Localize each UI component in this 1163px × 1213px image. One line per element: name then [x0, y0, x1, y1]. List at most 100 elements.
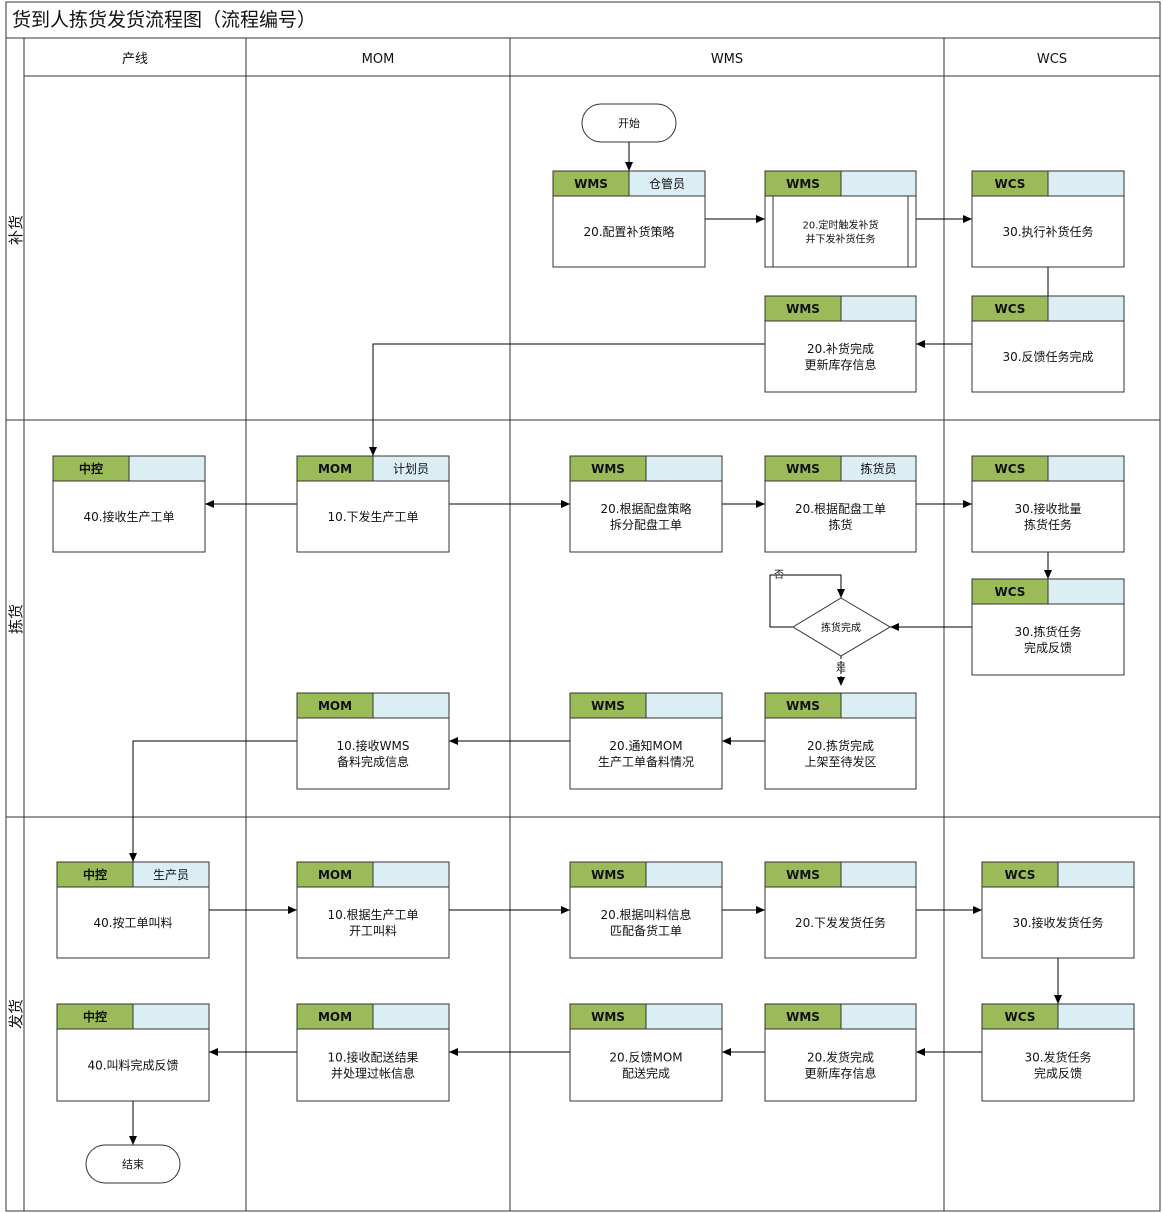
- process-step-text: 10.接收配送结果: [327, 1050, 418, 1065]
- role-label: 拣货员: [860, 461, 896, 476]
- process-step-text: 30.反馈任务完成: [1002, 349, 1093, 364]
- system-tag: WMS: [591, 699, 625, 713]
- system-tag: MOM: [318, 699, 352, 713]
- process-step-text: 30.拣货任务: [1014, 624, 1081, 639]
- process-step-text: 更新库存信息: [804, 1066, 876, 1081]
- lane-header-wcs: WCS: [1037, 52, 1067, 67]
- system-tag: WMS: [574, 177, 608, 191]
- system-tag: WMS: [591, 1010, 625, 1024]
- process-step-text: 20.根据配盘工单: [795, 501, 886, 516]
- process-step-text: 20.根据叫料信息: [600, 907, 691, 922]
- process-box-receive-production-order: 中控 40.接收生产工单: [52, 455, 206, 553]
- process-step-text: 10.接收WMS: [337, 738, 410, 753]
- process-step-text: 10.下发生产工单: [327, 509, 418, 524]
- lane-header-prod: 产线: [122, 52, 148, 67]
- process-step-text: 30.发货任务: [1024, 1050, 1091, 1065]
- system-tag: WCS: [1005, 1010, 1036, 1024]
- process-step-text: 拣货: [828, 517, 852, 532]
- process-step-text: 拣货任务: [1024, 517, 1072, 532]
- process-step-text: 20.补货完成: [807, 341, 874, 356]
- system-tag: WCS: [1005, 868, 1036, 882]
- process-step-text: 20.发货完成: [807, 1050, 874, 1065]
- process-box-feedback-task-complete: WCS 30.反馈任务完成: [971, 295, 1125, 393]
- process-box-config-replenish-strategy: WMS 仓管员 20.配置补货策略: [552, 170, 706, 268]
- process-step-text: 30.执行补货任务: [1002, 224, 1093, 239]
- process-step-text: 30.接收发货任务: [1012, 915, 1103, 930]
- role-label: 仓管员: [649, 176, 685, 191]
- process-step-text: 开工叫料: [349, 924, 397, 938]
- process-step-text: 备料完成信息: [337, 754, 409, 769]
- lane-headers: 产线 MOM WMS WCS: [122, 52, 1067, 67]
- system-tag: WCS: [995, 177, 1026, 191]
- system-tag: WMS: [591, 868, 625, 882]
- system-tag: WCS: [995, 302, 1026, 316]
- system-tag: 中控: [83, 1009, 107, 1024]
- process-step-text: 20.拣货完成: [807, 738, 874, 753]
- decision-no-label: 否: [774, 569, 784, 581]
- process-step-text: 完成反馈: [1024, 640, 1072, 655]
- process-box-issue-production-order: MOM 计划员 10.下发生产工单: [296, 455, 450, 553]
- system-tag: WMS: [786, 177, 820, 191]
- system-tag: WMS: [786, 302, 820, 316]
- process-step-text: 30.接收批量: [1014, 501, 1081, 516]
- process-box-call-material-by-order: 中控生产员40.按工单叫料: [56, 861, 210, 959]
- system-tag: MOM: [318, 462, 352, 476]
- process-step-text: 更新库存信息: [804, 357, 876, 372]
- system-tag: MOM: [318, 1010, 352, 1024]
- start-label: 开始: [618, 116, 640, 130]
- system-tag: 中控: [79, 461, 103, 476]
- lane-header-wms: WMS: [711, 52, 743, 67]
- process-step-text: 40.叫料完成反馈: [87, 1058, 178, 1073]
- decision-label: 拣货完成: [821, 621, 861, 634]
- process-step-text: 匹配备货工单: [610, 923, 682, 938]
- system-tag: WMS: [786, 868, 820, 882]
- arrow-mom-receive-to-call-material: [129, 740, 297, 862]
- arrow-decision-no-loop: [769, 574, 845, 628]
- start-terminator: 开始: [581, 103, 677, 143]
- lane-header-mom: MOM: [362, 52, 395, 67]
- process-step-text: 20.配置补货策略: [583, 224, 674, 239]
- process-box-call-complete-feedback: 中控 40.叫料完成反馈: [56, 1003, 210, 1102]
- process-step-text: 完成反馈: [1034, 1066, 1082, 1081]
- process-box-execute-replenish-task: WCS 30.执行补货任务: [971, 170, 1125, 268]
- process-step-text: 并下发补货任务: [806, 232, 876, 245]
- process-box-issue-shipping-task: WMS 20.下发发货任务: [764, 861, 917, 959]
- process-step-text: 20.定时触发补货: [803, 218, 879, 231]
- process-step-text: 40.接收生产工单: [83, 509, 174, 524]
- role-label: 计划员: [393, 462, 429, 476]
- process-step-text: 上架至待发区: [804, 754, 876, 769]
- swimlane-grid: [5, 1, 1161, 1212]
- arrow-replenish-done-to-mom-order: [369, 343, 765, 456]
- phase-label-shipping: 发货: [7, 999, 25, 1029]
- process-step-text: 配送完成: [622, 1066, 670, 1081]
- system-tag: WMS: [786, 699, 820, 713]
- process-step-text: 20.下发发货任务: [795, 915, 886, 930]
- role-label: 生产员: [153, 868, 189, 882]
- process-box-notify-mom-kitting-status: WMS 20.通知MOM 生产工单备料情况: [569, 692, 723, 790]
- end-terminator: 结束: [85, 1144, 181, 1184]
- process-step-text: 20.反馈MOM: [609, 1051, 682, 1065]
- process-step-text: 生产工单备料情况: [598, 755, 694, 769]
- system-tag: MOM: [318, 868, 352, 882]
- phase-labels: 补货 拣货 发货: [7, 215, 25, 1029]
- process-box-receive-shipping-task: WCS 30.接收发货任务: [981, 861, 1135, 959]
- process-step-text: 20.通知MOM: [609, 739, 682, 753]
- system-tag: WCS: [995, 462, 1026, 476]
- end-label: 结束: [122, 1158, 144, 1171]
- phase-label-replenish: 补货: [7, 215, 25, 245]
- system-tag: WMS: [786, 462, 820, 476]
